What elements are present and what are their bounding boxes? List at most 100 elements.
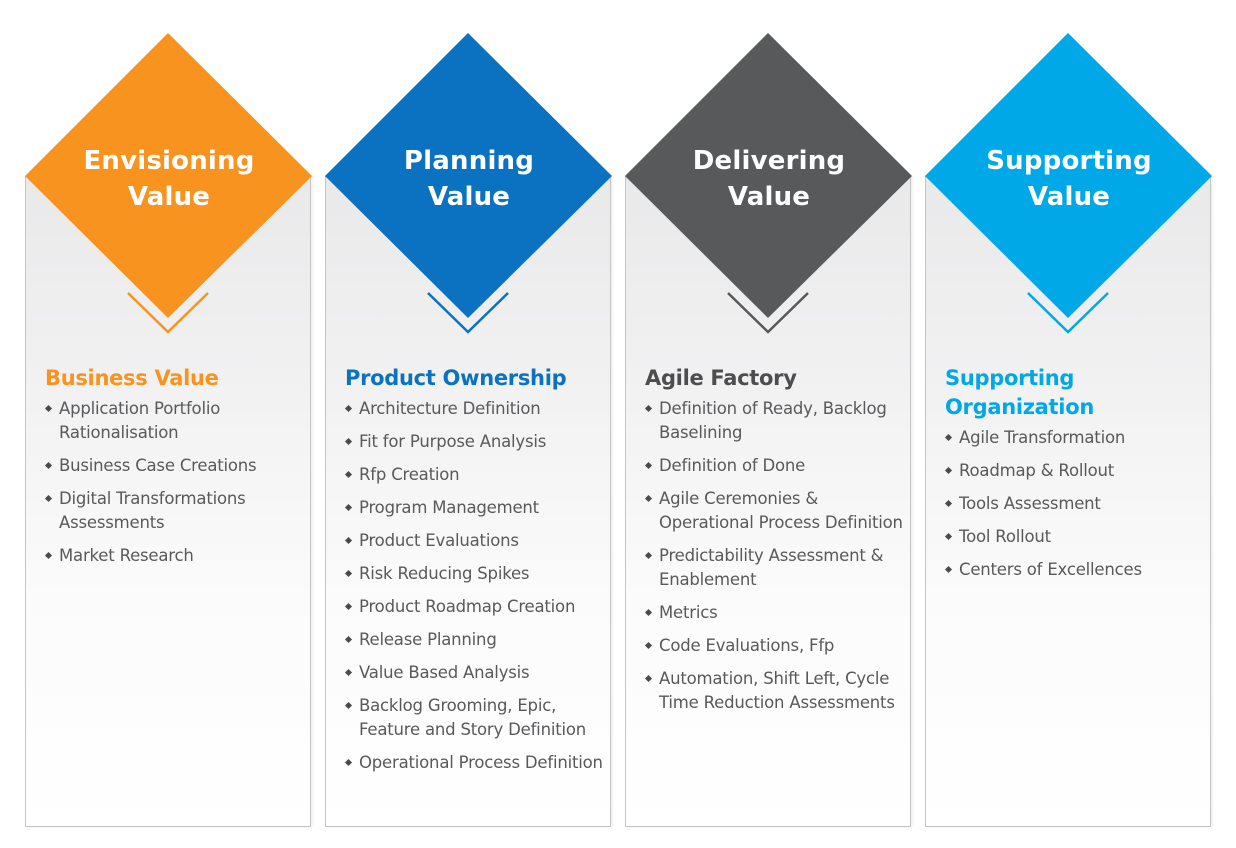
list-item: Tool Rollout bbox=[944, 525, 1207, 549]
diamond-bullet-icon bbox=[344, 404, 353, 413]
list-item: Centers of Excellences bbox=[944, 558, 1207, 582]
diamond-bullet-icon bbox=[44, 494, 53, 503]
list-item: Business Case Creations bbox=[44, 454, 307, 478]
list-item-text: Program Management bbox=[359, 498, 539, 517]
diamond-bullet-icon bbox=[944, 532, 953, 541]
diamond-bullet-icon bbox=[44, 551, 53, 560]
list-item-text: Value Based Analysis bbox=[359, 663, 530, 682]
list-item-text: Backlog Grooming, Epic, Feature and Stor… bbox=[359, 696, 587, 739]
diamond-badge bbox=[25, 33, 312, 334]
list-item: Tools Assessment bbox=[944, 492, 1207, 516]
diamond-title-line: Value bbox=[727, 182, 811, 212]
section-heading: Product Ownership bbox=[345, 366, 567, 390]
list-item-text: Agile Ceremonies & Operational Process D… bbox=[659, 489, 903, 532]
diamond-bullet-icon bbox=[944, 433, 953, 442]
list-item-text: Architecture Definition bbox=[359, 399, 541, 418]
diamond-bullet-icon bbox=[644, 404, 653, 413]
diamond-title-line: Planning bbox=[403, 146, 535, 176]
diamond-title-line: Envisioning bbox=[83, 146, 255, 176]
list-item-text: Market Research bbox=[59, 546, 194, 565]
diamond-bullet-icon bbox=[344, 635, 353, 644]
diamond-badge bbox=[925, 33, 1212, 334]
diamond-shape bbox=[625, 33, 912, 318]
list-item: Risk Reducing Spikes bbox=[344, 562, 607, 586]
list-item: Fit for Purpose Analysis bbox=[344, 430, 607, 454]
diamond-title-line: Value bbox=[127, 182, 211, 212]
list-item-text: Tools Assessment bbox=[959, 494, 1101, 513]
diamond-title-line: Delivering bbox=[692, 146, 846, 176]
chevron-down-icon bbox=[727, 292, 809, 334]
diamond-title-line: Value bbox=[1027, 182, 1111, 212]
list-item: Backlog Grooming, Epic, Feature and Stor… bbox=[344, 694, 607, 742]
list-item: Program Management bbox=[344, 496, 607, 520]
list-item: Definition of Ready, Backlog Baselining bbox=[644, 397, 907, 445]
list-item: Rfp Creation bbox=[344, 463, 607, 487]
list-item: Agile Transformation bbox=[944, 426, 1207, 450]
diamond-shape bbox=[25, 33, 312, 318]
list-item-text: Digital Transformations Assessments bbox=[59, 489, 246, 532]
diamond-bullet-icon bbox=[344, 503, 353, 512]
list-item-text: Agile Transformation bbox=[959, 428, 1126, 447]
diamond-bullet-icon bbox=[344, 758, 353, 767]
diamond-bullet-icon bbox=[944, 499, 953, 508]
list-item-text: Fit for Purpose Analysis bbox=[359, 432, 547, 451]
list-item-text: Rfp Creation bbox=[359, 465, 460, 484]
list-item-text: Predictability Assessment & Enablement bbox=[659, 546, 884, 589]
list-item-text: Product Evaluations bbox=[359, 531, 519, 550]
list-item-text: Roadmap & Rollout bbox=[959, 461, 1115, 480]
diamond-bullet-icon bbox=[644, 608, 653, 617]
list-item: Code Evaluations, Ffp bbox=[644, 634, 907, 658]
list-item: Product Evaluations bbox=[344, 529, 607, 553]
diamond-bullet-icon bbox=[344, 536, 353, 545]
list-item-text: Application Portfolio Rationalisation bbox=[59, 399, 221, 442]
list-item: Product Roadmap Creation bbox=[344, 595, 607, 619]
list-item: Roadmap & Rollout bbox=[944, 459, 1207, 483]
diamond-bullet-icon bbox=[344, 602, 353, 611]
list-item: Architecture Definition bbox=[344, 397, 607, 421]
diamond-bullet-icon bbox=[344, 668, 353, 677]
diamond-badge bbox=[625, 33, 912, 334]
chevron-down-icon bbox=[127, 292, 209, 334]
list-item: Digital Transformations Assessments bbox=[44, 487, 307, 535]
diamond-bullet-icon bbox=[344, 437, 353, 446]
diamond-bullet-icon bbox=[644, 674, 653, 683]
list-item: Definition of Done bbox=[644, 454, 907, 478]
list-item-text: Metrics bbox=[659, 603, 718, 622]
list-item-text: Tool Rollout bbox=[959, 527, 1051, 546]
list-item-text: Business Case Creations bbox=[59, 456, 257, 475]
diamond-bullet-icon bbox=[44, 404, 53, 413]
diamond-shape bbox=[325, 33, 612, 318]
diamond-bullet-icon bbox=[944, 565, 953, 574]
section-heading: Business Value bbox=[45, 366, 219, 390]
list-item: Market Research bbox=[44, 544, 307, 568]
list-item-text: Definition of Ready, Backlog Baselining bbox=[659, 399, 887, 442]
list-item: Automation, Shift Left, Cycle Time Reduc… bbox=[644, 667, 907, 715]
chevron-down-icon bbox=[1027, 292, 1109, 334]
diamond-shape bbox=[925, 33, 1212, 318]
diamond-bullet-icon bbox=[344, 701, 353, 710]
list-item-text: Operational Process Definition bbox=[359, 753, 603, 772]
chevron-down-icon bbox=[427, 292, 509, 334]
diamond-bullet-icon bbox=[44, 461, 53, 470]
list-item-text: Code Evaluations, Ffp bbox=[659, 636, 835, 655]
section-heading: Agile Factory bbox=[645, 366, 797, 390]
list-item: Application Portfolio Rationalisation bbox=[44, 397, 307, 445]
list-item: Agile Ceremonies & Operational Process D… bbox=[644, 487, 907, 535]
list-item-text: Centers of Excellences bbox=[959, 560, 1142, 579]
diamond-bullet-icon bbox=[644, 641, 653, 650]
list-item-text: Product Roadmap Creation bbox=[359, 597, 576, 616]
list-item: Operational Process Definition bbox=[344, 751, 607, 775]
